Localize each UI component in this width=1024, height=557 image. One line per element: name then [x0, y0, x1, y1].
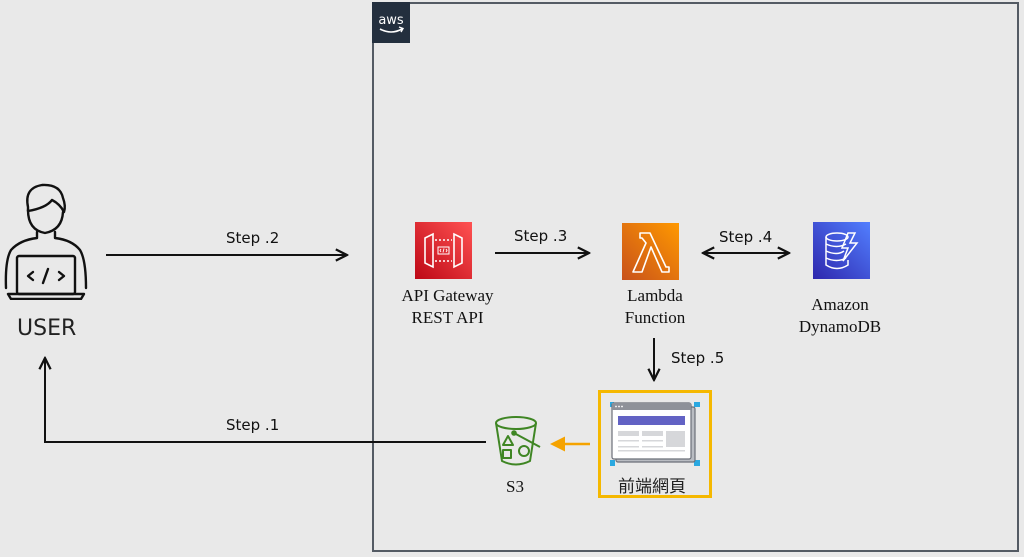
s3-bucket-icon	[495, 416, 541, 466]
frontend-node	[610, 402, 700, 466]
dynamodb-label-line2: DynamoDB	[798, 317, 882, 336]
step5-label: Step .5	[671, 349, 725, 367]
lambda-label: Lambda Function	[600, 285, 710, 329]
dynamodb-node	[813, 222, 870, 279]
webpage-icon	[610, 402, 700, 466]
api-gateway-label: API Gateway REST API	[380, 285, 515, 329]
step4-label: Step .4	[719, 228, 773, 246]
user-node	[0, 180, 92, 301]
api-gateway-label-line1: API Gateway	[401, 286, 494, 305]
user-label: USER	[17, 316, 77, 341]
api-gateway-label-line2: REST API	[411, 308, 484, 327]
lambda-label-line1: Lambda	[627, 286, 683, 305]
aws-cloud-group	[372, 2, 1019, 552]
arrow-step1	[45, 358, 486, 443]
api-gateway-icon	[415, 222, 472, 279]
aws-logo: aws	[372, 2, 410, 43]
s3-node	[490, 413, 546, 469]
api-gateway-node	[415, 222, 472, 279]
s3-label: S3	[506, 477, 524, 496]
dynamodb-label: Amazon DynamoDB	[785, 294, 895, 338]
aws-logo-icon: aws	[378, 13, 405, 33]
aws-logo-text: aws	[378, 13, 404, 28]
dynamodb-label-line1: Amazon	[811, 295, 869, 314]
frontend-highlight-box	[598, 390, 712, 498]
lambda-label-line2: Function	[624, 308, 686, 327]
step3-label: Step .3	[514, 227, 568, 245]
frontend-label: 前端網頁	[618, 477, 686, 497]
lambda-icon	[622, 223, 679, 280]
step2-label: Step .2	[226, 229, 280, 247]
step1-label: Step .1	[226, 416, 280, 434]
developer-laptop-icon	[4, 183, 88, 301]
lambda-node	[622, 223, 679, 280]
dynamodb-icon	[813, 222, 870, 279]
